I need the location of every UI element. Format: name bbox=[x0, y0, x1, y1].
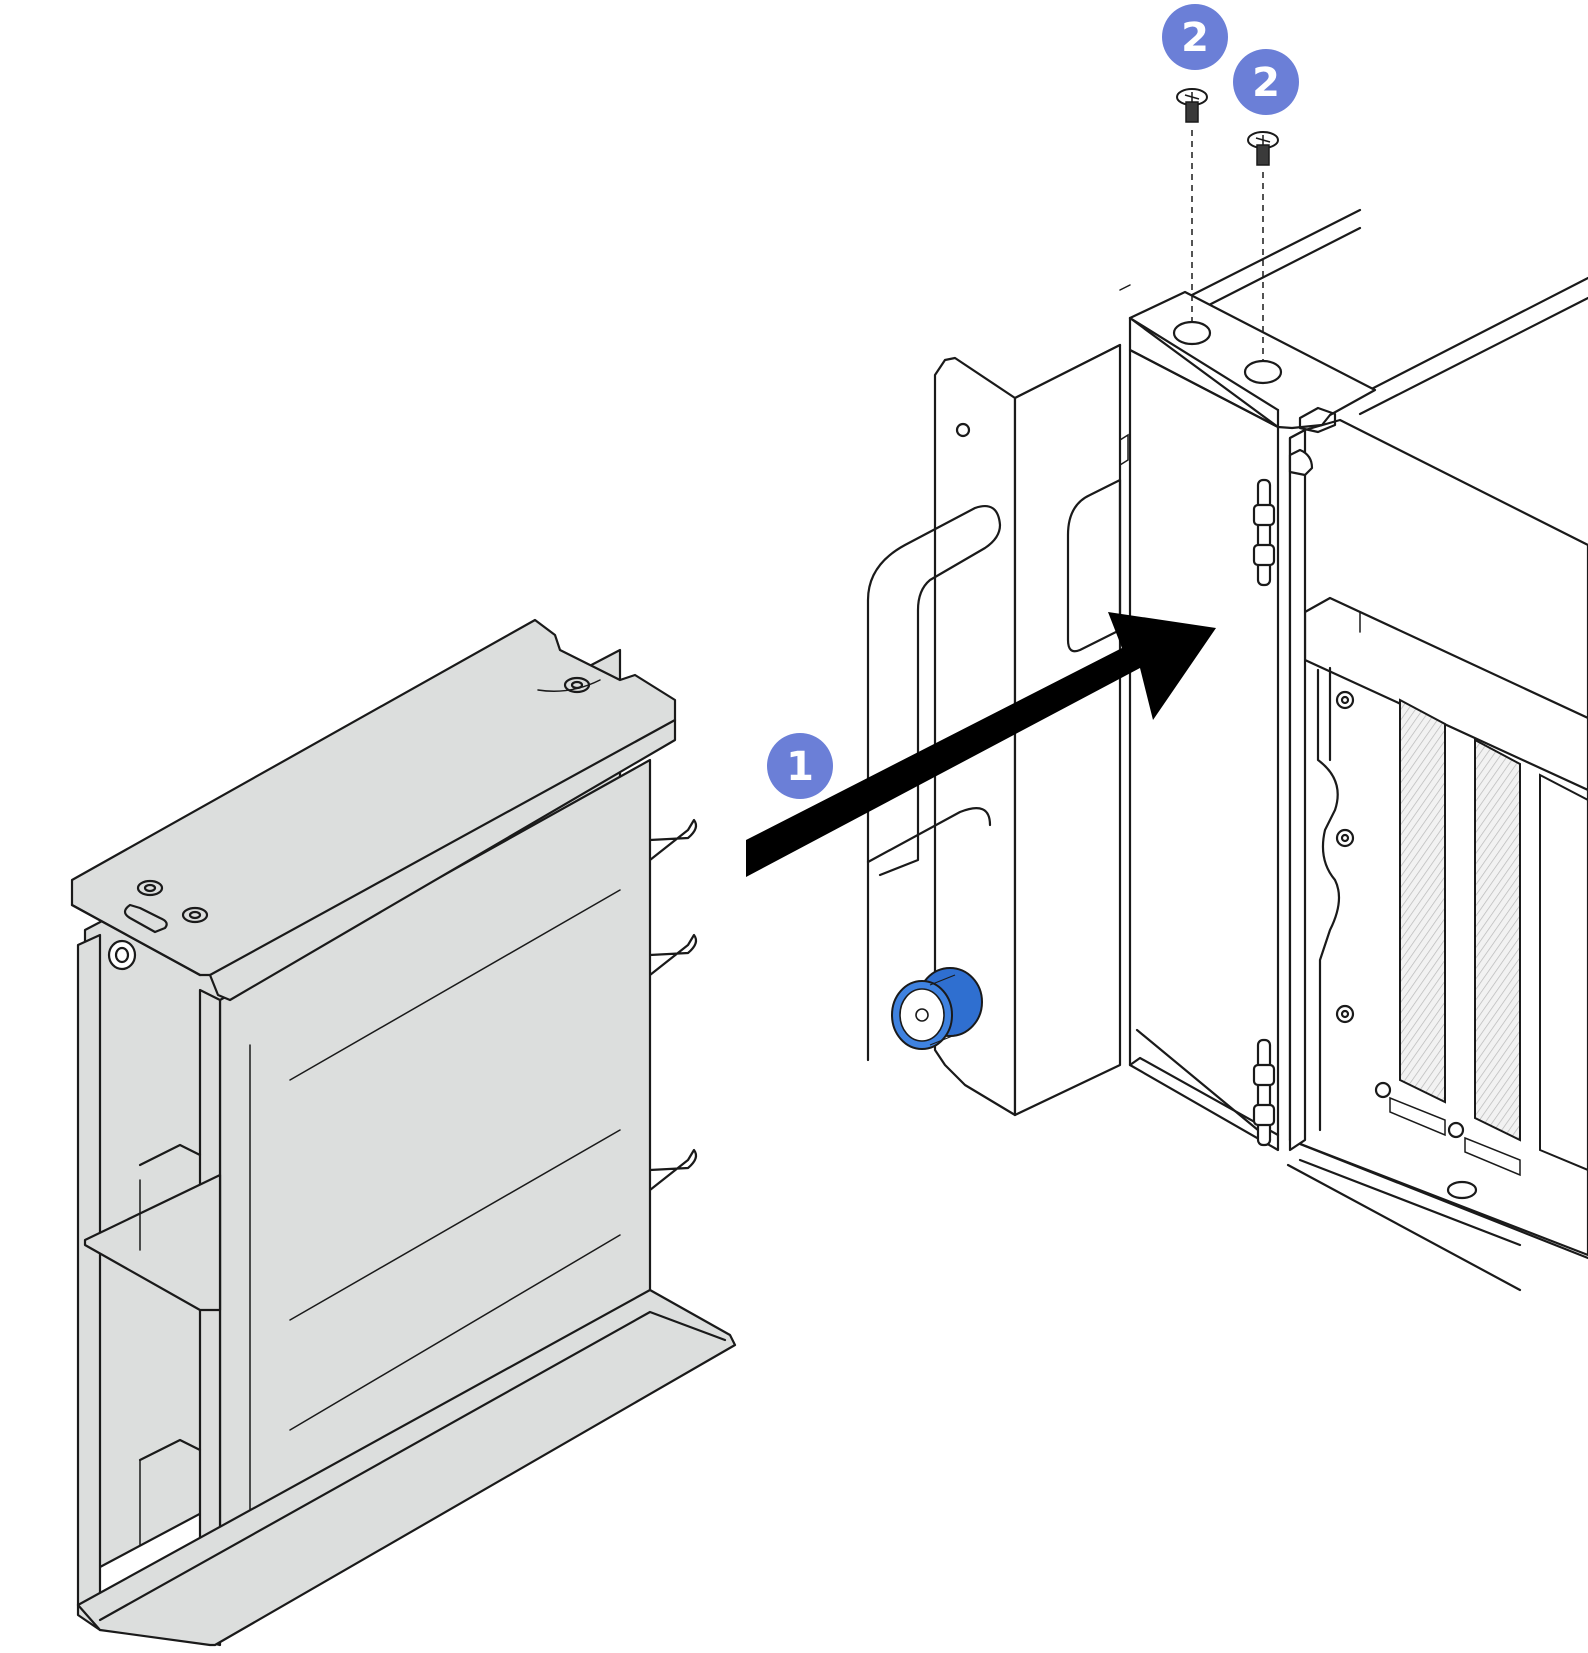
svg-text:2: 2 bbox=[1252, 60, 1280, 106]
insert-arrow bbox=[746, 612, 1216, 877]
pcie-slot-covers bbox=[1374, 698, 1588, 1200]
screw-b bbox=[1247, 131, 1279, 362]
hinge-bottom bbox=[1252, 1038, 1276, 1147]
screw-a bbox=[1176, 88, 1208, 322]
server-chassis bbox=[1013, 208, 1588, 1292]
hinge-top bbox=[1252, 478, 1276, 587]
thumbscrew-icon bbox=[891, 967, 983, 1050]
callout-step-2-screw-b: 2 bbox=[1233, 49, 1299, 115]
svg-text:2: 2 bbox=[1181, 15, 1209, 61]
svg-text:1: 1 bbox=[786, 744, 814, 790]
callout-step-1: 1 bbox=[767, 733, 833, 799]
callout-step-2-screw-a: 2 bbox=[1162, 4, 1228, 70]
riser-cage bbox=[70, 618, 737, 1647]
